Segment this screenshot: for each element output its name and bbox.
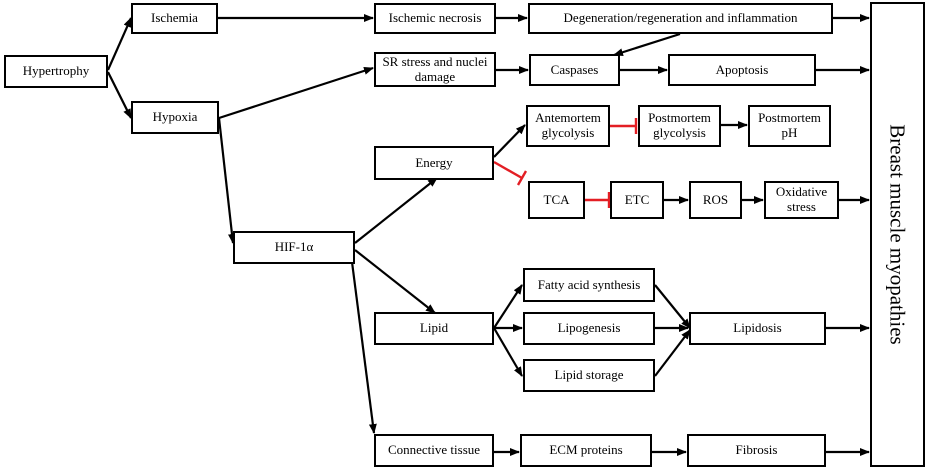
lipogenesis-node: Lipogenesis bbox=[523, 312, 655, 345]
arrow-storage-lipidosis bbox=[654, 329, 691, 377]
caspases-node: Caspases bbox=[529, 54, 620, 86]
ischemia-node: Ischemia bbox=[131, 3, 218, 34]
ros-node: ROS bbox=[689, 181, 742, 219]
antemortem-glycolysis-node: Antemortem glycolysis bbox=[526, 105, 610, 147]
oxidative-stress-node: Oxidative stress bbox=[764, 181, 839, 219]
ecm-proteins-node: ECM proteins bbox=[520, 434, 652, 467]
arrow-hypertrophy-ischemia bbox=[106, 17, 133, 71]
postmortem-glycolysis-node: Postmortem glycolysis bbox=[638, 105, 721, 147]
hif1a-node: HIF-1α bbox=[233, 231, 355, 264]
postmortem-ph-node: Postmortem pH bbox=[748, 105, 831, 147]
degeneration-node: Degeneration/regeneration and inflammati… bbox=[528, 3, 833, 34]
fibrosis-node: Fibrosis bbox=[687, 434, 826, 467]
arrow-hif1a-lipid bbox=[354, 249, 436, 314]
arrow-lipid-storage bbox=[493, 327, 523, 377]
arrow-hypoxia-sr-stress bbox=[218, 66, 374, 120]
arrow-energy-antemortem bbox=[493, 124, 526, 158]
inhibition-energy-tca bbox=[493, 160, 528, 186]
arrow-hypoxia-hif1a bbox=[217, 117, 236, 244]
inhibition-tca-etc bbox=[585, 192, 611, 208]
connective-tissue-node: Connective tissue bbox=[374, 434, 494, 467]
apoptosis-node: Apoptosis bbox=[668, 54, 816, 86]
etc-node: ETC bbox=[610, 181, 664, 219]
hypoxia-node: Hypoxia bbox=[131, 101, 219, 134]
tca-node: TCA bbox=[528, 181, 585, 219]
lipid-storage-node: Lipid storage bbox=[523, 359, 655, 392]
outcome-label: Breast muscle myopathies bbox=[886, 124, 911, 345]
arrow-lipid-fatty bbox=[493, 284, 523, 329]
lipid-node: Lipid bbox=[374, 312, 494, 345]
arrow-hypertrophy-hypoxia bbox=[107, 71, 132, 119]
energy-node: Energy bbox=[374, 146, 494, 180]
ischemic-necrosis-node: Ischemic necrosis bbox=[374, 3, 496, 34]
arrow-hif1a-connective bbox=[350, 261, 377, 434]
inhibition-antemortem-postmortem bbox=[610, 118, 638, 134]
breast-muscle-myopathies-box: Breast muscle myopathies bbox=[870, 2, 925, 467]
arrow-fatty-lipidosis bbox=[654, 284, 691, 329]
sr-stress-node: SR stress and nuclei damage bbox=[374, 52, 496, 87]
arrow-degeneration-caspases bbox=[613, 32, 681, 57]
fatty-acid-synthesis-node: Fatty acid synthesis bbox=[523, 268, 655, 302]
arrow-hif1a-energy bbox=[354, 177, 438, 244]
hypertrophy-node: Hypertrophy bbox=[4, 55, 108, 88]
lipidosis-node: Lipidosis bbox=[689, 312, 826, 345]
